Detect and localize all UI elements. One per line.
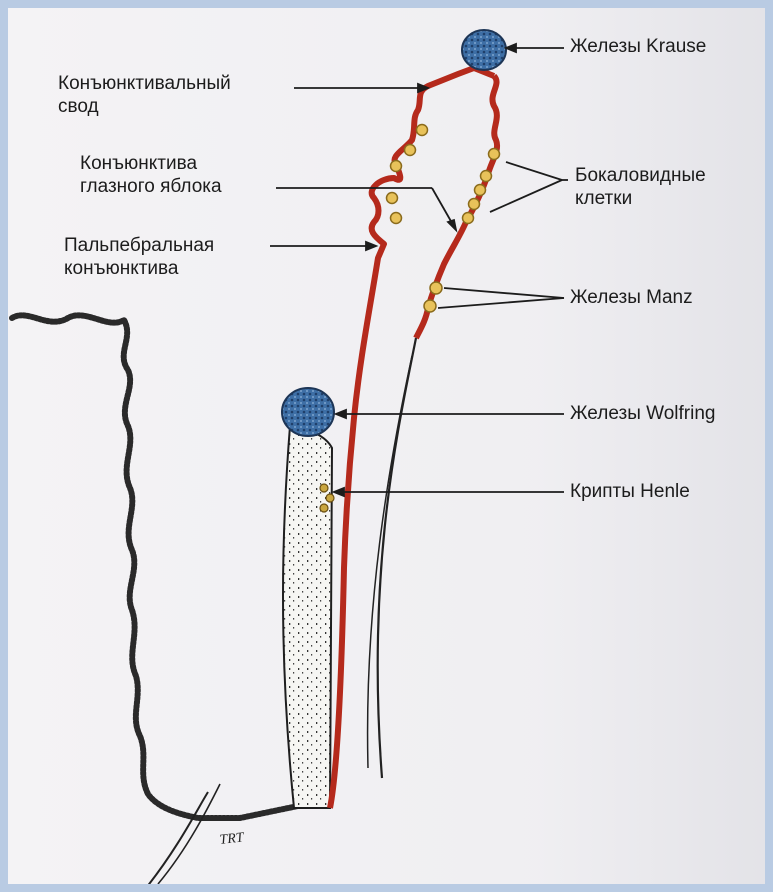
globe-surface-line (378, 338, 416, 778)
arrowhead-krause (506, 44, 516, 52)
lid-margin-line (146, 792, 208, 884)
manz-gland (424, 300, 436, 312)
label-bulbar-conjunctiva: Конъюнктива глазного яблока (80, 152, 222, 198)
leader-manz-a (444, 288, 564, 298)
leader-goblet-b (490, 180, 562, 212)
arrowhead-bulbar (448, 220, 456, 230)
artist-signature: TRT (219, 830, 246, 848)
goblet-cell (469, 199, 480, 210)
label-henle-crypts: Крипты Henle (570, 480, 690, 503)
goblet-cell (391, 161, 402, 172)
label-conjunctival-fornix: Конъюнктивальный свод (58, 72, 231, 118)
label-manz-glands: Железы Manz (570, 286, 693, 309)
conjunctiva-diagram: TRT (8, 8, 765, 884)
goblet-cell (481, 171, 492, 182)
goblet-cell (391, 213, 402, 224)
lid-margin-line-2 (158, 784, 220, 884)
arrowhead-palpebral (366, 242, 376, 250)
leader-goblet-a (506, 162, 562, 180)
wolfring-gland (282, 388, 334, 436)
goblet-cell (463, 213, 474, 224)
label-goblet-cells: Бокаловидные клетки (575, 164, 706, 210)
diagram-page: TRT Железы Krause Конъюнктивальный свод … (8, 8, 765, 884)
leader-manz-b (438, 298, 564, 308)
arrowhead-henle (334, 488, 344, 496)
goblet-cell (387, 193, 398, 204)
palpebral-conjunctiva (330, 68, 494, 808)
label-palpebral-conjunctiva: Пальпебральная конъюнктива (64, 234, 214, 280)
krause-gland (462, 30, 506, 70)
henle-crypt (320, 504, 328, 512)
henle-crypt (326, 494, 334, 502)
label-krause-glands: Железы Krause (570, 35, 706, 58)
goblet-cell (475, 185, 486, 196)
globe-inner-line (368, 356, 412, 768)
tarsal-plate (283, 426, 332, 808)
goblet-cell (489, 149, 500, 160)
manz-gland (430, 282, 442, 294)
arrowhead-wolfring (336, 410, 346, 418)
label-wolfring-glands: Железы Wolfring (570, 402, 715, 425)
goblet-cell (405, 145, 416, 156)
goblet-cell (417, 125, 428, 136)
henle-crypt (320, 484, 328, 492)
eyelid-skin-line (12, 315, 298, 818)
bulbar-conjunctiva (416, 76, 497, 338)
